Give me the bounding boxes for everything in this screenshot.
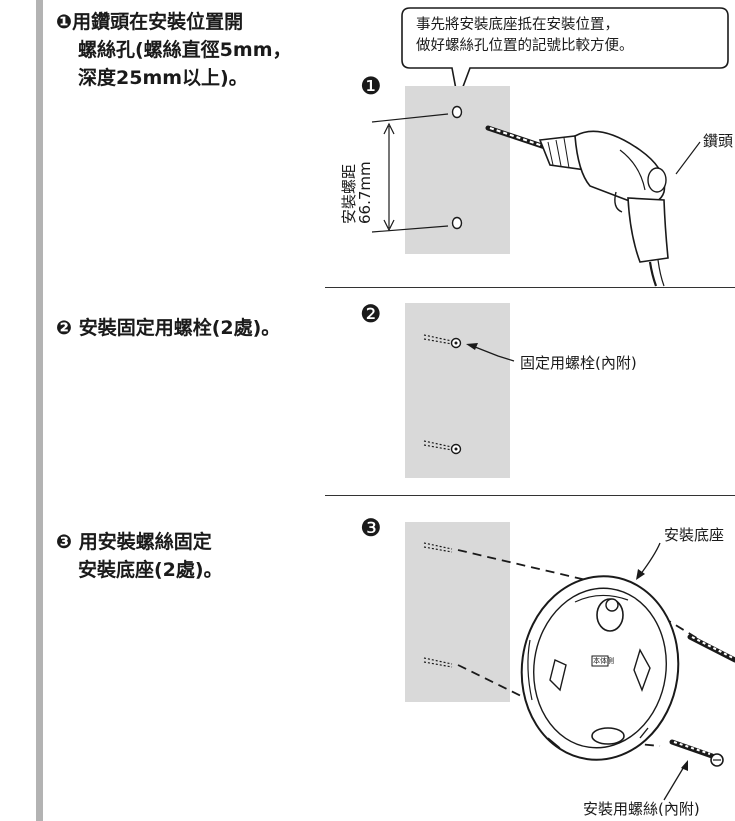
screw-leader-arrow: [663, 760, 688, 801]
drill-leader-line: [675, 141, 701, 175]
mounting-screw-bottom: [669, 739, 724, 767]
screw-hole-top: [451, 105, 463, 119]
drill-illustration: [485, 125, 669, 287]
step-1-line2: 螺絲孔(螺絲直徑5mm，: [78, 39, 292, 61]
step-1-text: ❶用鑽頭在安裝位置開 螺絲孔(螺絲直徑5mm， 深度25mm以上)。: [56, 8, 292, 92]
bolt-label: 固定用螺栓(內附): [520, 354, 637, 372]
spacing-label-line2: 66.7mm: [356, 161, 374, 224]
anchor-bolt-top: [423, 334, 462, 349]
separator-1: [325, 287, 735, 288]
step-3-text: ❸ 用安裝螺絲固定 安裝底座(2處)。: [56, 528, 223, 584]
wall-panel-3: [405, 522, 510, 702]
left-margin-bar: [36, 0, 43, 821]
separator-2: [325, 495, 735, 496]
base-label: 安裝底座: [664, 526, 725, 544]
body-mark-label: 本体側: [593, 657, 614, 665]
drill-label: 鑽頭: [703, 132, 734, 150]
screw-label: 安裝用螺絲(內附): [583, 800, 700, 818]
callout-bubble: [401, 7, 729, 103]
bolt-leader-arrow: [466, 343, 515, 362]
step-1-line1: ❶用鑽頭在安裝位置開: [56, 11, 244, 33]
step-1-line3: 深度25mm以上)。: [78, 67, 248, 89]
figure-1-marker: ❶: [360, 72, 382, 100]
anchor-bolts-fig3: [423, 542, 453, 668]
anchor-bolt-bottom: [423, 440, 462, 455]
mounting-base: [520, 575, 680, 761]
figure-2-marker: ❷: [360, 300, 382, 328]
callout-line1: 事先將安裝底座抵在安裝位置，: [416, 17, 619, 33]
callout-text: 事先將安裝底座抵在安裝位置， 做好螺絲孔位置的記號比較方便。: [416, 15, 634, 57]
figure-3-marker: ❸: [360, 514, 382, 542]
step-2-line1: ❷ 安裝固定用螺栓(2處)。: [56, 317, 281, 339]
step-3-line2: 安裝底座(2處)。: [78, 559, 223, 581]
step-2-text: ❷ 安裝固定用螺栓(2處)。: [56, 314, 280, 342]
base-leader-arrow: [636, 542, 661, 580]
callout-line2: 做好螺絲孔位置的記號比較方便。: [416, 38, 634, 54]
step-3-line1: ❸ 用安裝螺絲固定: [56, 531, 212, 553]
dimension-lines: [371, 113, 449, 233]
screw-hole-bottom: [451, 216, 463, 230]
mounting-screw-top: [687, 634, 735, 663]
